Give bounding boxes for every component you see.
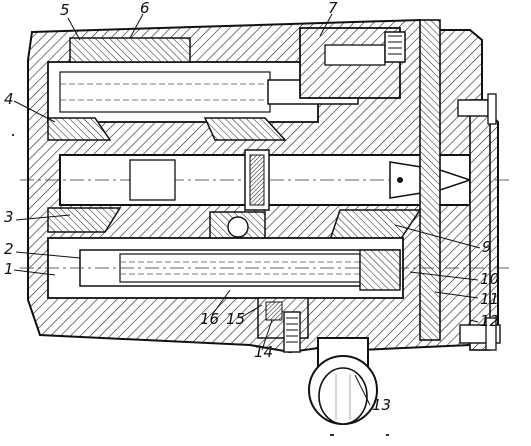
lower-seal-assembly bbox=[257, 297, 309, 353]
callout-11: 11 bbox=[480, 290, 500, 308]
callout-4: 4 bbox=[4, 90, 14, 108]
stray-marks bbox=[12, 134, 389, 436]
callout-10: 10 bbox=[480, 270, 500, 288]
callout-1: 1 bbox=[4, 260, 14, 278]
callout-13: 13 bbox=[372, 396, 392, 414]
upper-bushings bbox=[47, 37, 287, 141]
callout-16: 16 bbox=[200, 310, 220, 328]
callout-7: 7 bbox=[328, 0, 338, 17]
callout-12: 12 bbox=[480, 312, 500, 330]
outlet-pipe bbox=[308, 337, 378, 425]
callout-15: 15 bbox=[226, 310, 246, 328]
callout-2: 2 bbox=[4, 240, 14, 258]
end-cover bbox=[419, 19, 501, 351]
valve-block bbox=[299, 27, 406, 99]
callout-3: 3 bbox=[4, 208, 14, 226]
lower-gear-shaft bbox=[20, 237, 510, 299]
callout-9: 9 bbox=[482, 238, 492, 256]
callout-6: 6 bbox=[140, 0, 150, 17]
lower-bushings bbox=[47, 207, 422, 243]
callout-14: 14 bbox=[254, 343, 274, 361]
callout-5: 5 bbox=[60, 1, 70, 19]
leader-lines bbox=[13, 13, 481, 406]
shaft-seal bbox=[244, 149, 270, 211]
